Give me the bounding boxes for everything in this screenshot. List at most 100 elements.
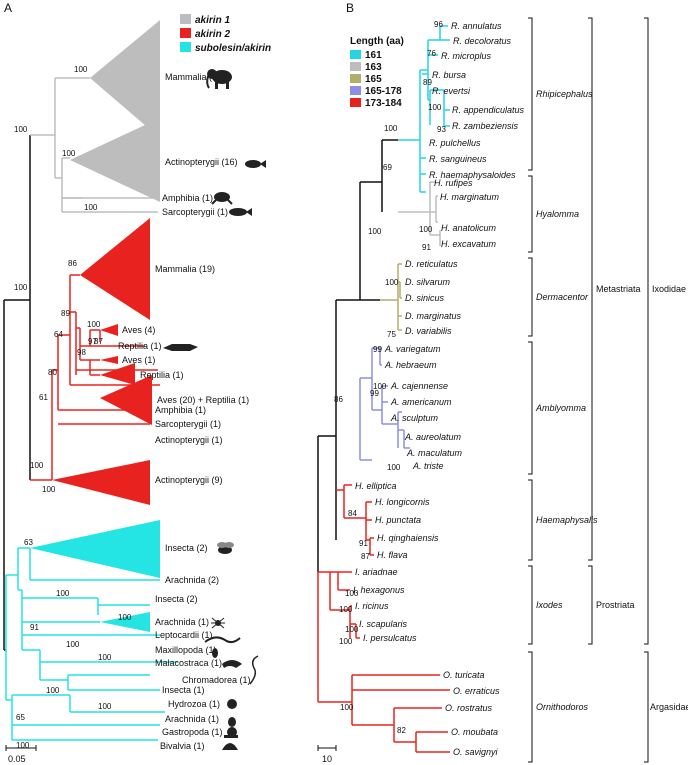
aves4-triangle (100, 324, 118, 336)
taxon-malacostraca: Malacostraca (1) (155, 658, 222, 668)
nematode-icon (249, 655, 259, 685)
legend-title-length: Length (aa) (350, 36, 404, 47)
legend-label-173-184: 173-184 (365, 98, 402, 109)
genus-labels: Rhipicephalus Hyalomma Dermacentor Ambly… (535, 89, 598, 712)
bootstrap-value: 61 (39, 393, 48, 402)
bootstrap-value: 100 (66, 640, 80, 649)
taxon-insecta-2b: Insecta (2) (155, 594, 198, 604)
dermacentor-clade (380, 263, 402, 331)
bootstrap-value: 100 (384, 124, 398, 133)
hydrozoa-icon (227, 699, 237, 709)
bootstrap-value: 99 (373, 345, 382, 354)
taxon-aves-4: Aves (4) (122, 325, 155, 335)
hyalomma-clade (398, 181, 441, 246)
species-label: H. qinghaiensis (377, 533, 439, 543)
taxon-chromadorea: Chromadorea (1) (182, 675, 251, 685)
species-label: I. hexagonus (353, 585, 405, 595)
species-label: D. silvarum (405, 277, 451, 287)
taxon-actinopterygii-9: Actinopterygii (9) (155, 475, 223, 485)
legend-label-161: 161 (365, 50, 382, 61)
species-label: I. ariadnae (355, 567, 398, 577)
legend-swatch-173-184 (350, 98, 361, 107)
legend-label-subolesin: subolesin/akirin (195, 43, 271, 54)
panel-b-bootstraps: 96 76 89 100 93 100 69 100 100 91 100 75… (334, 20, 446, 735)
bootstrap-value: 89 (61, 309, 70, 318)
arachnida-subolesin-triangle (100, 612, 150, 632)
bootstrap-value: 100 (345, 625, 359, 634)
panel-a-legend: akirin 1 akirin 2 subolesin/akirin (180, 14, 271, 54)
species-label: A. maculatum (406, 448, 463, 458)
bootstrap-value: 91 (422, 243, 431, 252)
species-label: O. savignyi (453, 747, 499, 757)
genus-label-amblyomma: Amblyomma (535, 403, 586, 413)
ixodes-clade (318, 571, 360, 639)
akirin1-clade (30, 77, 160, 213)
taxon-reptilia-b: Reptilia (1) (140, 370, 184, 380)
legend-label-163: 163 (365, 62, 382, 73)
bootstrap-value: 100 (14, 283, 28, 292)
bootstrap-value: 100 (387, 463, 401, 472)
panel-b-label: B (346, 1, 354, 15)
haemaphysalis-clade (336, 484, 374, 556)
species-label: R. appendiculatus (452, 105, 525, 115)
aves1-triangle (100, 356, 118, 364)
aves20-triangle (100, 375, 152, 425)
reptilia1-triangle (100, 363, 135, 385)
species-label: R. evertsi (432, 86, 471, 96)
species-label: O. rostratus (445, 703, 493, 713)
species-label: R. zambeziensis (452, 121, 519, 131)
species-label: H. elliptica (355, 481, 397, 491)
legend-swatch-akirin2 (180, 28, 191, 38)
amblyomma-clade (359, 347, 410, 461)
bootstrap-value: 100 (385, 278, 399, 287)
species-label: A. triste (412, 461, 444, 471)
taxon-aves-20: Aves (20) + Reptilia (1) (157, 395, 249, 405)
bootstrap-value: 100 (62, 149, 76, 158)
bootstrap-value: 75 (387, 330, 396, 339)
bootstrap-value: 89 (423, 78, 432, 87)
bootstrap-value: 100 (373, 382, 387, 391)
spider-icon (211, 617, 225, 629)
panel-b-backbone (317, 139, 398, 572)
crocodile-icon (163, 344, 198, 351)
legend-swatch-165 (350, 74, 361, 83)
bootstrap-value: 93 (437, 125, 446, 134)
copepod-icon (212, 648, 218, 658)
species-label: R. pulchellus (429, 138, 481, 148)
taxon-actinopterygii-1: Actinopterygii (1) (155, 435, 223, 445)
genus-label-hyalomma: Hyalomma (536, 209, 579, 219)
bootstrap-value: 100 (46, 686, 60, 695)
bootstrap-value: 100 (14, 125, 28, 134)
species-label: A. aureolatum (404, 432, 462, 442)
bootstrap-value: 100 (118, 613, 132, 622)
legend-label-akirin2: akirin 2 (195, 29, 230, 40)
group-label-argasidae: Argasidae (650, 702, 688, 712)
species-label: H. flava (377, 550, 408, 560)
akirin2-clade (30, 274, 160, 481)
bootstrap-value: 69 (383, 163, 392, 172)
species-label: D. variabilis (405, 326, 452, 336)
group-label-metastriata: Metastriata (596, 284, 641, 294)
taxon-sarcopterygii-a2: Sarcopterygii (1) (155, 419, 221, 429)
species-label: O. turicata (443, 670, 485, 680)
taxon-hydrozoa: Hydrozoa (1) (168, 699, 220, 709)
panel-b-species: R. annulatus R. decoloratus R. microplus… (353, 21, 525, 757)
group-label-prostriata: Prostriata (596, 600, 635, 610)
group-label-ixodidae: Ixodidae (652, 284, 686, 294)
species-label: R. microplus (441, 51, 492, 61)
bootstrap-value: 100 (16, 741, 30, 750)
snail-icon (224, 727, 238, 738)
taxon-mammalia-17: Mammalia (17) (165, 72, 225, 82)
panel-a-label: A (4, 1, 12, 15)
species-label: R. haemaphysaloides (429, 170, 516, 180)
species-label: R. bursa (432, 70, 466, 80)
legend-swatch-161 (350, 50, 361, 59)
genus-label-rhipicephalus: Rhipicephalus (536, 89, 593, 99)
bootstrap-value: 86 (334, 395, 343, 404)
bootstrap-value: 100 (30, 461, 44, 470)
species-label: R. decoloratus (453, 36, 512, 46)
bootstrap-value: 65 (16, 713, 25, 722)
shrimp-icon (222, 660, 242, 668)
scale-bar-b: 10 (317, 745, 337, 764)
